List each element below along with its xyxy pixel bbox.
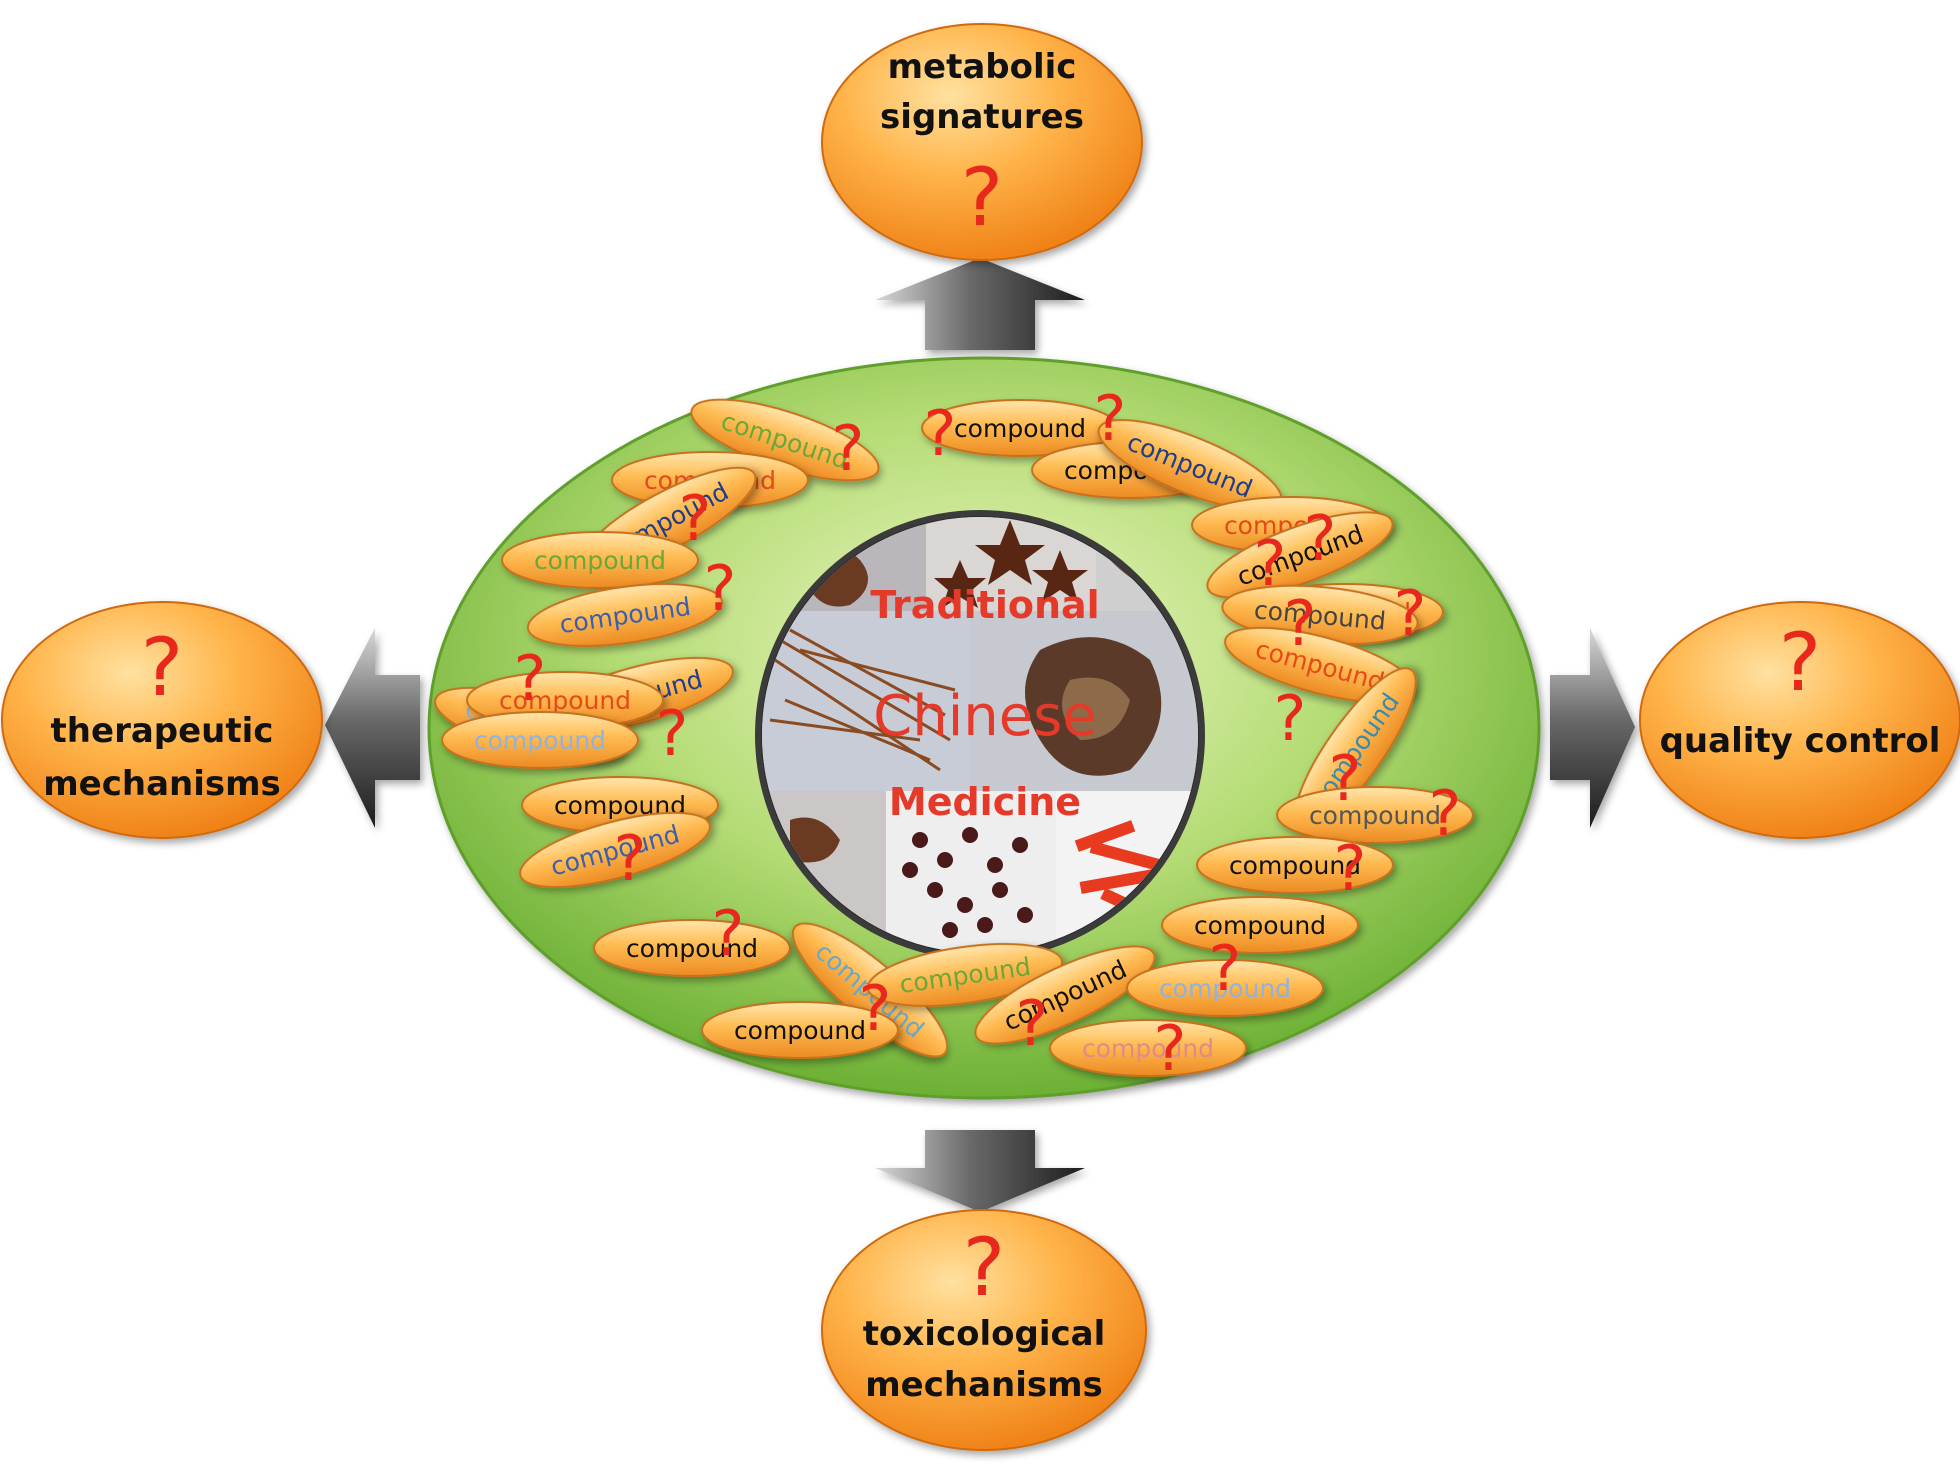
question-mark: ? [712,897,745,970]
outcome-right-question: ? [1779,616,1821,709]
question-mark: ? [1209,932,1242,1005]
outcome-bottom-line1: toxicological [863,1314,1105,1354]
compound-pill: compound [1196,836,1394,894]
compound-pill: compound [1049,1019,1247,1077]
question-mark: ? [1016,987,1049,1060]
question-mark: ? [1334,832,1367,905]
arrow-left [325,628,420,828]
question-mark: ? [1429,777,1462,850]
outcome-top-line1: metabolic [888,47,1077,87]
arrow-right [1550,628,1635,828]
outcome-left-question: ? [141,621,183,714]
compound-label: compound [474,726,606,755]
outcome-left-line1: therapeutic [51,711,274,751]
compound-label: compound [734,1016,866,1045]
compound-label: compound [626,934,758,963]
question-mark: ? [1394,577,1427,650]
compound-label: compound [499,686,631,715]
outcome-top-question: ? [961,151,1003,244]
compound-label: compound [1309,801,1441,830]
question-mark: ? [656,697,689,770]
outcome-top: metabolic signatures ? [821,23,1143,261]
compound-label: compound [1082,1034,1214,1063]
compound-pill: compound [526,583,724,647]
center-title-line2: Chinese [873,684,1097,749]
question-mark: ? [924,397,957,470]
question-mark: ? [514,642,547,715]
center-title-line3: Medicine [889,780,1081,824]
question-mark: ? [1329,742,1362,815]
outcome-bottom: ? toxicological mechanisms [821,1209,1147,1451]
compound-pill: compound [593,919,791,977]
compound-pill: compound [1161,896,1359,954]
question-mark: ? [1284,587,1317,660]
arrow-down [875,1130,1085,1212]
outcome-right: ? quality control [1639,601,1960,839]
compound-label: compound [1159,974,1291,1003]
compound-label: compound [1194,911,1326,940]
compound-pill: compound [1126,959,1324,1017]
question-mark: ? [832,412,865,485]
compound-pill: compound [441,711,639,769]
outcome-left-line2: mechanisms [43,764,281,804]
question-mark: ? [1304,502,1337,575]
compound-pill: compound [501,531,699,589]
compound-label: compound [1229,851,1361,880]
compound-pill: compound [921,399,1119,457]
herb-photo-collage: Traditional Chinese Medicine [755,510,1205,960]
question-mark: ? [614,822,647,895]
compound-pill: compound [974,945,1156,1045]
question-mark: ? [704,552,737,625]
center-title-line1: Traditional [870,583,1099,627]
question-mark: ? [1274,682,1307,755]
compound-label: compound [954,414,1086,443]
outcome-bottom-question: ? [963,1221,1005,1314]
compound-pill: compound [701,1001,899,1059]
outcome-right-line1: quality control [1660,721,1941,761]
question-mark: ? [1254,527,1287,600]
question-mark: ? [859,972,892,1045]
question-mark: ? [1154,1012,1187,1085]
outcome-left: ? therapeutic mechanisms [1,601,323,839]
compound-pill: compound [1276,786,1474,844]
outcome-bottom-line2: mechanisms [865,1365,1103,1405]
outcome-top-line2: signatures [880,97,1084,137]
arrow-up [875,258,1085,350]
question-mark: ? [1094,382,1127,455]
compound-label: compound [534,546,666,575]
question-marks: ????????????????????? [514,382,1462,1085]
question-mark: ? [679,482,712,555]
